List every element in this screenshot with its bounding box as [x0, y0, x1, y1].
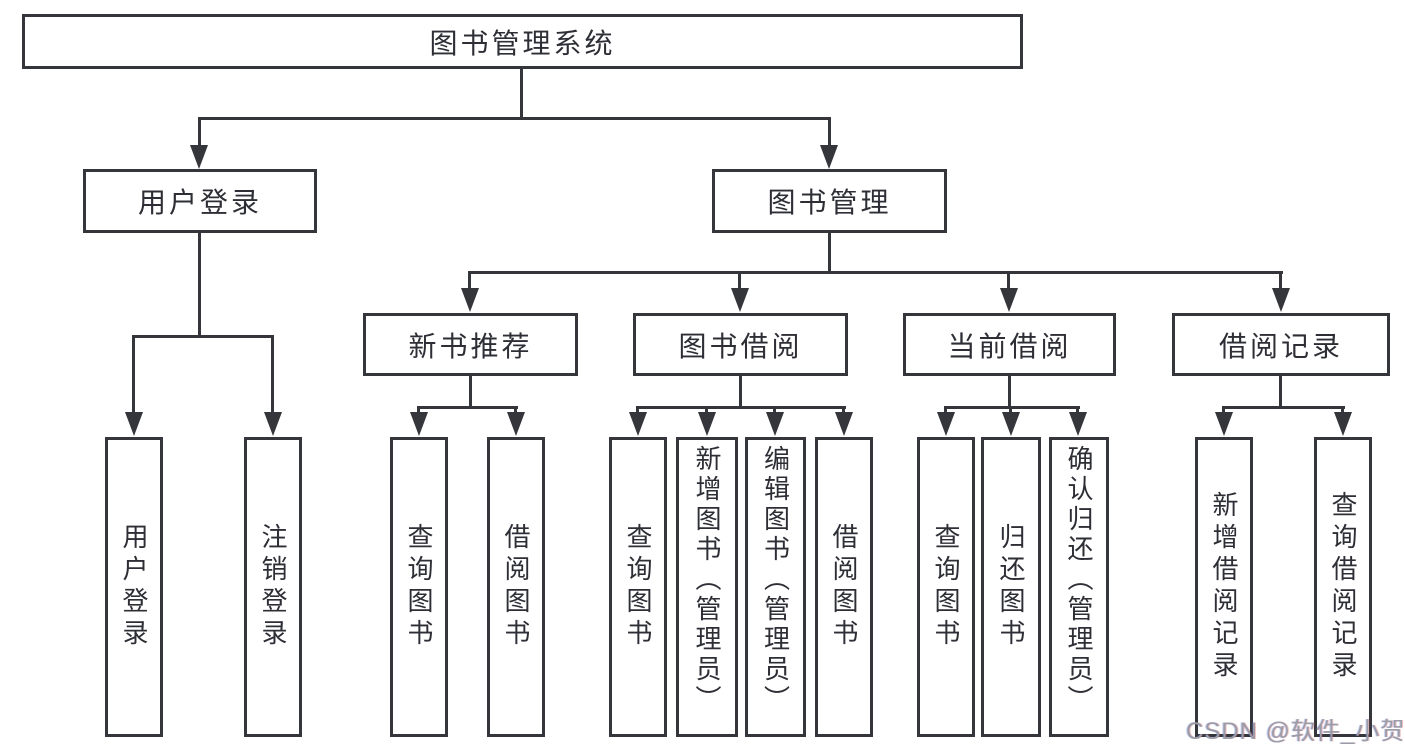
- node-label: 借阅图书: [829, 523, 859, 651]
- connector-line: [738, 271, 741, 291]
- connector-line: [417, 406, 420, 416]
- arrowhead: [629, 412, 647, 436]
- arrowhead: [766, 412, 784, 436]
- connector-line: [828, 231, 831, 274]
- arrowhead: [1334, 412, 1352, 436]
- connector-line: [828, 117, 831, 148]
- leaf-query-books-borrowing: 查询图书: [609, 437, 667, 737]
- arrowhead: [125, 412, 143, 436]
- connector-line: [417, 406, 518, 409]
- connector-line: [944, 406, 1080, 409]
- leaf-user-login: 用户登录: [105, 437, 163, 737]
- node-label: 用户登录: [137, 187, 262, 218]
- node-label: 查询图书: [404, 523, 434, 651]
- connector-line: [1009, 406, 1012, 416]
- connector-line: [132, 335, 135, 415]
- arrowhead: [698, 412, 716, 436]
- node-book-management: 图书管理: [712, 169, 947, 233]
- arrowhead: [190, 145, 208, 169]
- node-label: 用户登录: [119, 523, 149, 651]
- connector-line: [739, 374, 742, 408]
- connector-line: [271, 335, 274, 415]
- connector-line: [198, 231, 201, 338]
- leaf-edit-books-admin: 编辑图书（管理员）: [745, 437, 806, 737]
- csdn-watermark: CSDN @软件_小贺同学: [1186, 718, 1405, 745]
- connector-line: [198, 117, 201, 148]
- node-current-borrowing: 当前借阅: [903, 313, 1116, 376]
- node-label: 确认归还（管理员）: [1064, 445, 1094, 715]
- connector-line: [1222, 406, 1225, 416]
- node-label: 归还图书: [996, 523, 1026, 651]
- arrowhead: [937, 412, 955, 436]
- connector-line: [198, 117, 831, 120]
- arrowhead: [1069, 412, 1087, 436]
- connector-line: [636, 406, 639, 416]
- arrowhead: [1215, 412, 1233, 436]
- node-label: 查询借阅记录: [1328, 491, 1358, 683]
- node-label: 当前借阅: [947, 330, 1072, 362]
- leaf-query-books-recommend: 查询图书: [390, 437, 448, 737]
- leaf-logout: 注销登录: [244, 437, 302, 737]
- connector-line: [1222, 406, 1345, 409]
- connector-line: [468, 271, 471, 291]
- connector-line: [132, 335, 274, 338]
- arrowhead: [1000, 288, 1018, 312]
- leaf-add-books-admin: 新增图书（管理员）: [676, 437, 738, 737]
- connector-line: [514, 406, 517, 416]
- connector-line: [520, 68, 523, 119]
- connector-line: [1279, 374, 1282, 408]
- arrowhead: [461, 288, 479, 312]
- arrowhead: [820, 145, 838, 169]
- leaf-borrow-books: 借阅图书: [815, 437, 873, 737]
- node-user-login: 用户登录: [83, 169, 317, 233]
- node-book-borrowing: 图书借阅: [633, 313, 848, 376]
- node-label: 查询图书: [623, 523, 653, 651]
- node-label: 图书借阅: [678, 330, 803, 362]
- leaf-query-borrow-record: 查询借阅记录: [1314, 437, 1372, 737]
- node-label: 借阅记录: [1218, 330, 1343, 362]
- arrowhead: [1272, 288, 1290, 312]
- node-label: 注销登录: [258, 523, 288, 651]
- arrowhead: [264, 412, 282, 436]
- connector-line: [469, 374, 472, 408]
- leaf-add-borrow-record: 新增借阅记录: [1195, 437, 1253, 737]
- connector-line: [705, 406, 708, 416]
- leaf-borrow-books-recommend: 借阅图书: [487, 437, 545, 737]
- node-label: 借阅图书: [501, 523, 531, 651]
- leaf-return-books: 归还图书: [981, 437, 1041, 737]
- arrowhead: [835, 412, 853, 436]
- arrowhead: [410, 412, 428, 436]
- node-label: 查询图书: [931, 523, 961, 651]
- arrowhead: [507, 412, 525, 436]
- arrowhead: [1002, 412, 1020, 436]
- leaf-query-books-current: 查询图书: [917, 437, 975, 737]
- arrowhead: [731, 288, 749, 312]
- connector-line: [1008, 374, 1011, 408]
- node-label: 新增借阅记录: [1209, 491, 1239, 683]
- node-label: 图书管理系统: [429, 27, 616, 59]
- connector-line: [842, 406, 845, 416]
- connector-line: [1007, 271, 1010, 291]
- connector-line: [468, 271, 1283, 274]
- node-label: 编辑图书（管理员）: [760, 445, 791, 715]
- connector-line: [636, 406, 846, 409]
- node-label: 图书管理: [767, 187, 892, 218]
- connector-line: [944, 406, 947, 416]
- connector-line: [1279, 271, 1282, 291]
- node-new-book-recommend: 新书推荐: [363, 313, 578, 376]
- node-label: 新书推荐: [408, 330, 533, 362]
- connector-line: [1341, 406, 1344, 416]
- leaf-confirm-return-admin: 确认归还（管理员）: [1049, 437, 1109, 737]
- node-label: 新增图书（管理员）: [692, 445, 722, 715]
- connector-line: [1076, 406, 1079, 416]
- node-library-system: 图书管理系统: [22, 14, 1023, 69]
- node-borrow-records: 借阅记录: [1172, 313, 1390, 376]
- connector-line: [773, 406, 776, 416]
